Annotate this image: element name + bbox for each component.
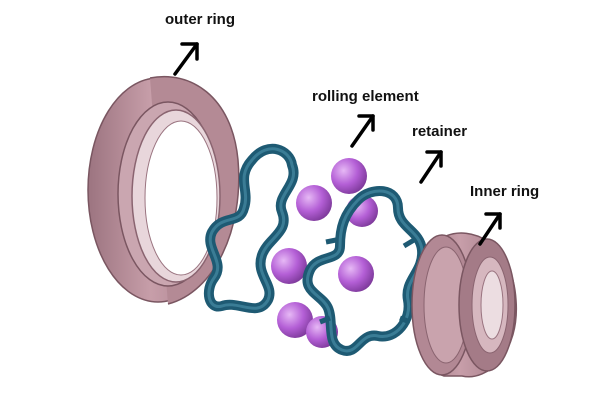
ball [338,256,374,292]
inner-ring [411,232,518,378]
label-outer-ring: outer ring [165,11,235,28]
arrow-up-right-icon [350,114,375,148]
arrow-up-right-icon [419,150,443,184]
retainer-left [203,143,299,314]
ball [271,248,307,284]
ball [277,302,313,338]
retainer-right [302,186,428,356]
rolling-elements [271,158,378,348]
label-retainer: retainer [412,123,467,140]
label-inner-ring: Inner ring [470,183,539,200]
ball [296,185,332,221]
label-rolling-element: rolling element [312,88,419,105]
arrow-up-right-icon [478,212,502,246]
arrow-up-right-icon [173,42,199,76]
ball [331,158,367,194]
